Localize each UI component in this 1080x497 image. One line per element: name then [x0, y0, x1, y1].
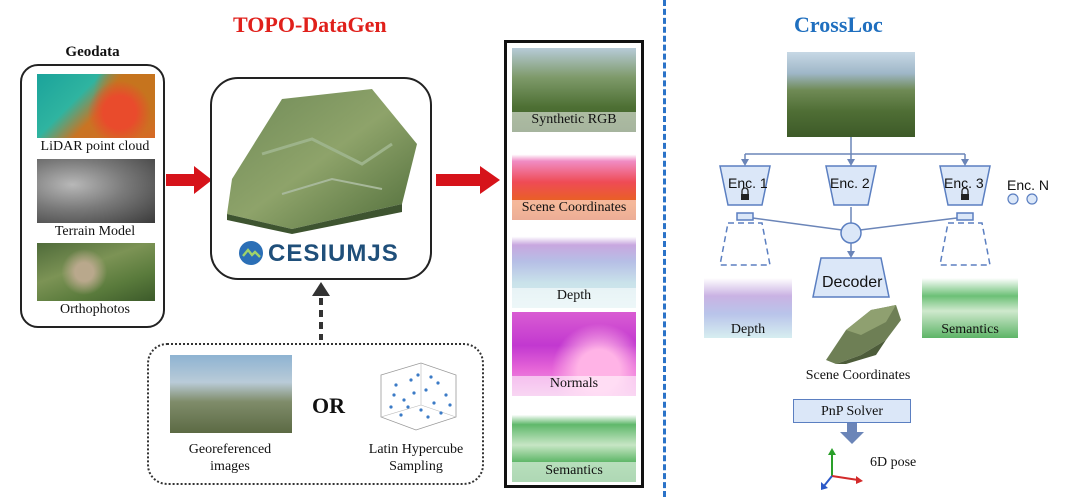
- sampling-panel: [147, 343, 484, 485]
- arrow-to-engine-icon: [166, 166, 212, 194]
- semantics-label: Semantics: [545, 463, 603, 478]
- latin-hypercube-plot: [380, 362, 457, 431]
- crossloc-semantics-label: Semantics: [941, 322, 999, 337]
- crossloc-network-diagram: [719, 137, 1038, 298]
- lidar-label: LiDAR point cloud: [40, 139, 150, 154]
- encoder-1-label: Enc. 1: [728, 175, 768, 191]
- section-divider: [663, 0, 666, 497]
- outputs-panel: [504, 40, 644, 488]
- orthophotos-image: [37, 243, 155, 301]
- encoder-2-label: Enc. 2: [830, 175, 870, 191]
- terrain-model-label: Terrain Model: [54, 224, 136, 239]
- crossloc-title: CrossLoc: [794, 12, 883, 37]
- pnp-solver-box: PnP Solver: [793, 399, 911, 423]
- synthetic-rgb-label: Synthetic RGB: [531, 112, 617, 127]
- terrain-3d-render: [227, 89, 417, 234]
- lidar-image: [37, 74, 155, 138]
- pose-axes-icon: [821, 448, 863, 490]
- cesium-logo-icon: [239, 241, 263, 265]
- normals-image: [512, 312, 636, 396]
- dashed-up-arrow-icon: [312, 282, 330, 340]
- pnp-down-arrow-icon: [840, 423, 864, 444]
- georeferenced-caption: Georeferenced images: [188, 442, 272, 474]
- geodata-panel: [20, 64, 165, 328]
- topo-datagen-title: TOPO-DataGen: [233, 12, 387, 37]
- scene-coordinates-label: Scene Coordinates: [521, 200, 627, 215]
- geodata-heading: Geodata: [65, 44, 120, 60]
- semantics-image: [512, 400, 636, 482]
- encoder-n-label: Enc. N: [1007, 177, 1050, 193]
- decoder-label: Decoder: [822, 274, 883, 291]
- query-image: [787, 52, 915, 137]
- crossloc-depth-image: [704, 278, 792, 338]
- crossloc-semantics-image: [922, 278, 1018, 338]
- crossloc-depth-label: Depth: [730, 322, 766, 337]
- pose-label: 6D pose: [870, 455, 917, 470]
- normals-label: Normals: [549, 376, 599, 391]
- orthophotos-label: Orthophotos: [60, 302, 130, 317]
- georeferenced-image: [170, 355, 292, 433]
- cesium-logo-text: CESIUMJS: [268, 240, 399, 267]
- encoder-3-label: Enc. 3: [944, 175, 984, 191]
- synthetic-rgb-image: [512, 48, 636, 132]
- depth-image: [512, 224, 636, 308]
- scene-coordinates-caption: Scene Coordinates: [805, 368, 911, 383]
- latin-hypercube-caption: Latin Hypercube Sampling: [368, 442, 464, 474]
- depth-label: Depth: [556, 288, 592, 303]
- terrain-model-image: [37, 159, 155, 223]
- arrow-to-outputs-icon: [436, 166, 500, 194]
- scene-coordinates-image: [512, 136, 636, 220]
- scene-coordinates-pointcloud: [826, 305, 901, 364]
- cesium-engine-panel: [210, 77, 432, 280]
- or-label: OR: [312, 393, 345, 418]
